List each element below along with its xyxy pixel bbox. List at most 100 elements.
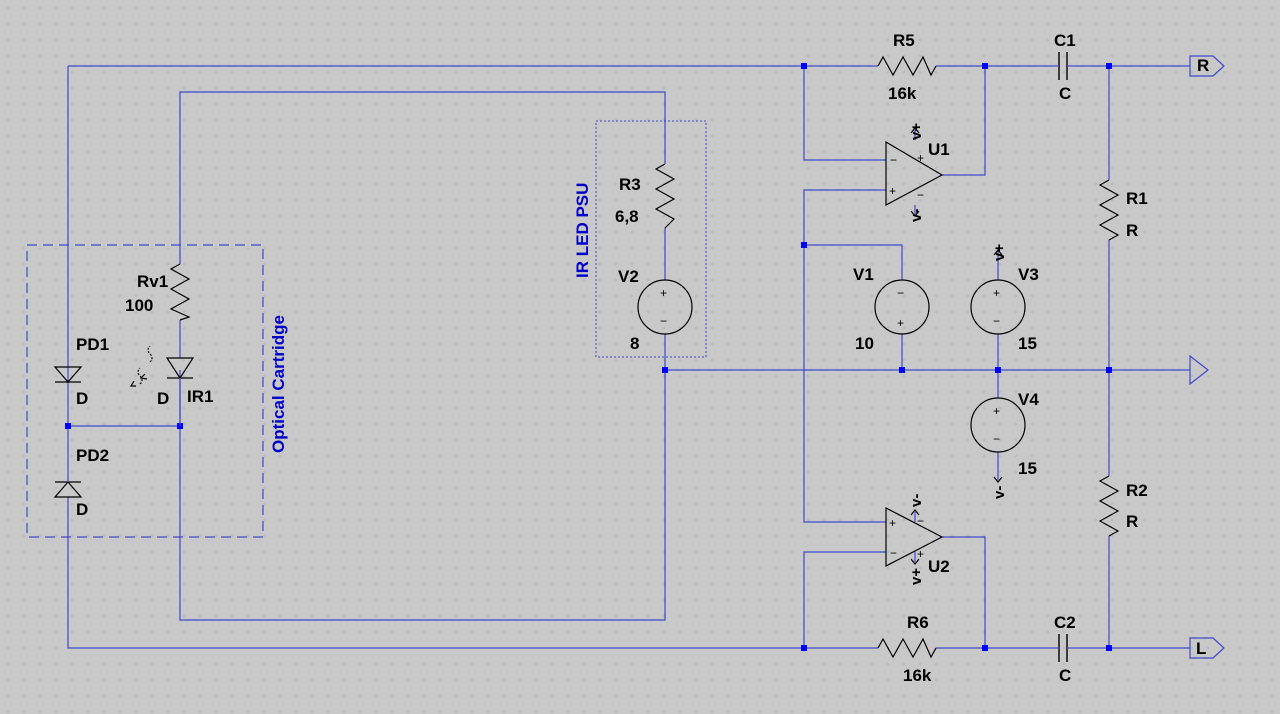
vplus-arrow-v3 [993,249,1003,256]
junction-dot [801,242,807,248]
capacitor-c1 [1048,52,1076,80]
wire-ir-return [179,370,666,621]
net-label-r: R [1197,56,1209,75]
u2-noninverting-sign: + [889,516,896,530]
optical-cartridge-box [26,244,264,538]
u2-supply-minus-sign: − [917,514,924,528]
junction-dots [65,63,1112,651]
output-port-l [1189,637,1225,659]
output-port-r [1189,55,1225,77]
value-c1: C [1059,84,1071,103]
u1-noninverting-sign: + [889,184,896,198]
u2-inverting-sign: − [890,546,897,560]
wire-rv1-top [179,91,666,264]
vplus-arrow-u1 [910,127,920,134]
wire-u1-out [942,66,986,176]
voltage-source-v4 [970,397,1026,453]
net-label-l: L [1196,639,1206,658]
junction-dot [801,645,807,651]
value-c2: C [1059,666,1071,685]
u1-vplus-label: v+ [908,123,925,140]
value-r5: 16k [888,84,917,103]
wire-v1-top [804,244,903,280]
junction-dot [995,367,1001,373]
optical-cartridge-annotation: Optical Cartridge [269,315,288,453]
ir-psu-box [595,120,707,358]
resistor-r6 [877,637,937,659]
wire-u1-inv [803,66,886,161]
junction-dot [899,367,905,373]
diode-ir1 [165,357,195,426]
label-v3: V3 [1018,265,1039,284]
ground-port [1189,354,1209,386]
value-pd1: D [76,389,88,408]
label-v2: V2 [618,267,639,286]
value-pd2: D [76,500,88,519]
junction-dot [982,63,988,69]
label-u2: U2 [928,557,950,576]
junction-dot [65,423,71,429]
vplus-arrow-u2 [910,558,920,565]
value-v3: 15 [1018,334,1037,353]
label-r2: R2 [1126,481,1148,500]
voltage-source-v3 [970,279,1026,335]
wire-u2-out [942,536,986,648]
diode-pd2 [53,467,83,498]
junction-dot [662,367,668,373]
vminus-arrow-u1 [910,210,920,217]
v3-minus-sign: − [993,314,1000,328]
value-r3: 6,8 [615,207,639,226]
label-pd1: PD1 [76,335,109,354]
v4-plus-sign: + [993,404,1000,418]
vminus-arrow-u2 [910,509,920,516]
resistor-r2 [1098,475,1120,537]
vminus-arrow-v4 [993,476,1003,483]
diode-pd1 [53,366,83,383]
resistor-r3 [654,163,676,229]
label-r6: R6 [907,613,929,632]
resistor-r1 [1098,179,1120,241]
value-r2: R [1126,512,1138,531]
wire-noninv-bias [803,189,886,523]
v2-minus-sign: − [660,314,667,328]
u1-supply-plus-sign: + [917,151,924,165]
junction-dot [1106,645,1112,651]
u1-vminus-label: v- [908,209,925,222]
resistor-r5 [877,55,937,77]
junction-dot [982,645,988,651]
v1-minus-sign: − [897,286,904,300]
label-r1: R1 [1126,189,1148,208]
voltage-source-v2 [637,279,693,335]
ir-led-psu-annotation: IR LED PSU [573,183,592,278]
v4-vminus-label: v- [991,486,1008,499]
label-r3: R3 [619,175,641,194]
wire-left-bottom [67,497,878,649]
junction-dot [801,63,807,69]
wire-u2-inv [803,551,886,648]
light-emission-icon [129,345,153,387]
value-rv1: 100 [125,296,153,315]
value-v2: 8 [630,334,639,353]
v1-plus-sign: + [897,316,904,330]
value-v1: 10 [855,334,874,353]
value-v4: 15 [1018,459,1037,478]
label-u1: U1 [928,140,950,159]
label-pd2: PD2 [76,446,109,465]
label-v1: V1 [853,265,874,284]
label-r5: R5 [893,31,915,50]
resistor-rv1 [169,263,191,321]
opamp-u1 [885,140,944,207]
v2-plus-sign: + [660,286,667,300]
capacitor-c2 [1048,634,1076,662]
u2-vplus-label: v+ [908,568,925,585]
value-ir1: D [157,389,169,408]
label-c2: C2 [1054,613,1076,632]
value-r1: R [1126,221,1138,240]
label-rv1: Rv1 [137,272,168,291]
voltage-source-v1 [874,279,930,335]
u2-supply-plus-sign: + [917,547,924,561]
u1-inverting-sign: − [890,153,897,167]
junction-dot [1106,367,1112,373]
junction-dot [1106,63,1112,69]
opamp-u2 [885,507,944,567]
